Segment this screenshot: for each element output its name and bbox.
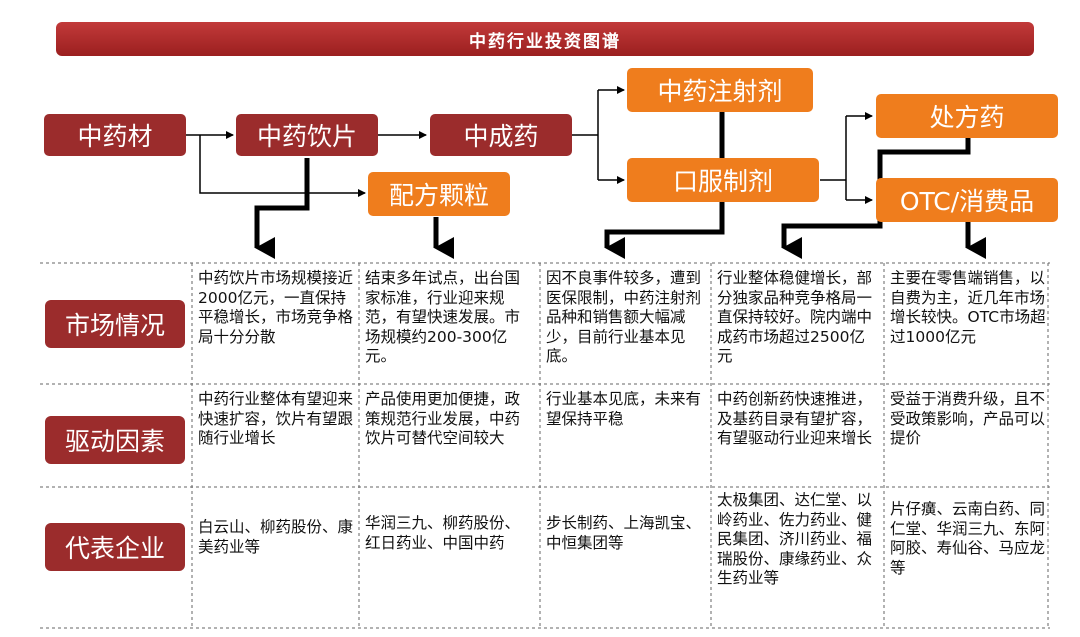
node-patent-medicine: 中成药 xyxy=(430,114,572,156)
node-granules: 配方颗粒 xyxy=(368,172,510,216)
driver-cell-injection: 行业基本见底，未来有望保持平稳 xyxy=(546,390,702,428)
driver-cell-patent: 中药创新药快速推进，及基药目录有望扩容，有望驱动行业迎来增长 xyxy=(717,390,873,447)
market-cell-granules: 结束多年试点，出台国家标准，行业迎来规范，有望快速发展。市场规模约200-300… xyxy=(365,269,521,365)
title-bar: 中药行业投资图谱 xyxy=(56,22,1034,56)
market-cell-otc: 主要在零售端销售，以自费为主，近几年市场增长较快。OTC市场超过1000亿元 xyxy=(890,269,1046,346)
flow-arrows xyxy=(186,86,873,204)
node-otc: OTC/消费品 xyxy=(876,178,1058,222)
driver-cell-granules: 产品使用更加便捷，政策规范行业发展，中药饮片可替代空间较大 xyxy=(365,390,521,447)
driver-cell-otc: 受益于消费升级，且不受政策影响，产品可以提价 xyxy=(890,390,1046,447)
company-cell-patent: 太极集团、达仁堂、以岭药业、佐力药业、健民集团、济川药业、福瑞股份、康缘药业、众… xyxy=(717,491,873,587)
diagram-title: 中药行业投资图谱 xyxy=(469,31,621,52)
row-label-market: 市场情况 xyxy=(45,300,185,348)
market-cell-patent: 行业整体稳健增长，部分独家品种竞争格局一直保持较好。院内端中成药市场超过2500… xyxy=(717,269,873,365)
market-cell-decoction: 中药饮片市场规模接近2000亿元，一直保持平稳增长，市场竞争格局十分分散 xyxy=(198,269,354,346)
row-label-companies: 代表企业 xyxy=(45,523,185,571)
table-grid xyxy=(40,262,1050,629)
company-cell-otc: 片仔癀、云南白药、同仁堂、华润三九、东阿阿胶、寿仙谷、马应龙等 xyxy=(890,500,1046,577)
company-cell-granules: 华润三九、柳药股份、红日药业、中国中药 xyxy=(365,514,521,552)
node-injection: 中药注射剂 xyxy=(627,68,813,112)
node-oral: 口服制剂 xyxy=(627,158,819,202)
row-label-drivers: 驱动因素 xyxy=(45,416,185,464)
node-decoction-pieces: 中药饮片 xyxy=(236,114,378,156)
market-cell-injection: 因不良事件较多，遭到医保限制，中药注射剂品种和销售额大幅减少，目前行业基本见底。 xyxy=(546,269,702,365)
driver-cell-decoction: 中药行业整体有望迎来快速扩容，饮片有望跟随行业增长 xyxy=(198,390,354,447)
node-prescription: 处方药 xyxy=(876,94,1058,138)
company-cell-decoction: 白云山、柳药股份、康美药业等 xyxy=(198,518,354,556)
company-cell-injection: 步长制药、上海凯宝、中恒集团等 xyxy=(546,514,702,552)
node-herbs: 中药材 xyxy=(44,114,186,156)
